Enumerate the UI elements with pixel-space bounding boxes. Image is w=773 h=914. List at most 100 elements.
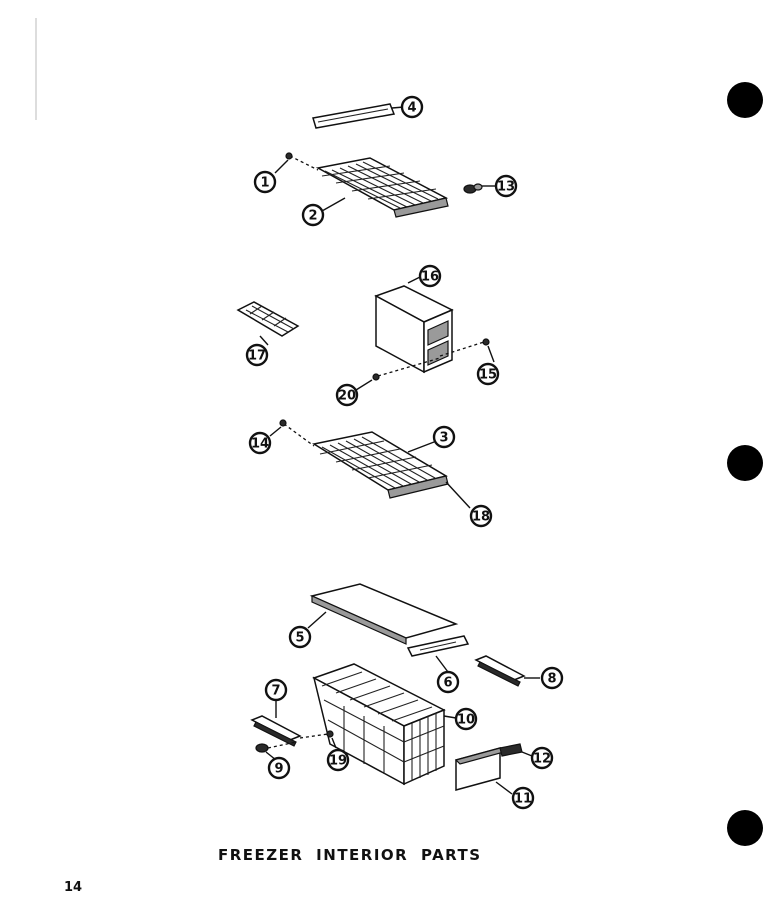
leader-18: [445, 481, 471, 509]
binder-hole-bottom: [727, 810, 763, 846]
callout-label: 8: [547, 672, 556, 687]
callout-1: 1: [253, 170, 277, 194]
callout-label: 18: [472, 510, 490, 525]
callout-label: 6: [443, 676, 452, 691]
callout-9: 9: [267, 756, 291, 780]
callout-circle: [335, 383, 359, 407]
part-crisper-cover: [309, 583, 459, 645]
part-basket-front: [454, 747, 506, 791]
callout-6: 6: [436, 670, 460, 694]
callout-5: 5: [288, 625, 312, 649]
part-bracket-top: [312, 103, 396, 129]
callout-circle: [267, 756, 291, 780]
leader-17: [259, 335, 269, 346]
callout-label: 4: [407, 101, 416, 116]
callout-circle: [469, 504, 493, 528]
part-wire-shelf-top: [315, 157, 449, 218]
callout-circle: [418, 264, 442, 288]
leader-15-dash: [439, 341, 485, 357]
leader-2: [321, 197, 346, 212]
leader-14: [269, 426, 282, 437]
leader-10: [443, 715, 457, 719]
binder-hole-middle: [727, 445, 763, 481]
part-clip-13: [463, 183, 483, 194]
callout-label: 12: [533, 752, 551, 767]
callout-label: 9: [274, 762, 283, 777]
callout-14: 14: [248, 431, 272, 455]
callout-label: 10: [457, 713, 475, 728]
leader-pin-1-dash: [289, 155, 319, 171]
part-slide-left: [250, 715, 302, 747]
callout-8: 8: [540, 666, 564, 690]
leader-3: [407, 441, 435, 453]
callout-label: 1: [260, 176, 269, 191]
callout-label: 15: [479, 368, 497, 383]
callout-label: 16: [421, 270, 439, 285]
callout-label: 7: [271, 684, 280, 699]
callout-20: 20: [335, 383, 359, 407]
callout-circle: [454, 707, 478, 731]
leader-6: [435, 655, 449, 673]
part-pin-20: [372, 373, 380, 381]
part-pin-15: [482, 338, 490, 346]
leader-8-dash: [267, 741, 297, 749]
part-slide-right: [474, 655, 526, 687]
callout-10: 10: [454, 707, 478, 731]
callout-circle: [264, 678, 288, 702]
leader-19: [331, 737, 337, 749]
callout-label: 11: [514, 792, 532, 807]
part-pin-14: [279, 419, 287, 427]
callout-11: 11: [511, 786, 535, 810]
callout-18: 18: [469, 504, 493, 528]
callout-circle: [301, 203, 325, 227]
callout-circle: [436, 670, 460, 694]
callout-circle: [326, 748, 350, 772]
callout-label: 3: [439, 431, 448, 446]
callout-circle: [248, 431, 272, 455]
leader-5: [307, 611, 327, 629]
callout-16: 16: [418, 264, 442, 288]
callout-circle: [511, 786, 535, 810]
callout-label: 5: [295, 631, 304, 646]
leader-20-dash: [377, 357, 441, 377]
callout-circle: [288, 625, 312, 649]
leader-14-dash: [283, 423, 315, 447]
part-pin-8: [255, 743, 269, 753]
page-number: 14: [64, 880, 83, 895]
part-wire-shelf-lower: [312, 431, 449, 499]
callout-label: 20: [338, 389, 356, 404]
part-freezer-basket: [312, 663, 446, 786]
part-pin-1: [285, 152, 293, 160]
leader-19-dash: [299, 733, 329, 739]
part-cover-trim: [406, 635, 470, 657]
callout-3: 3: [432, 425, 456, 449]
callout-circle: [476, 362, 500, 386]
callout-circle: [494, 174, 518, 198]
leader-12: [521, 751, 533, 757]
leader-20: [355, 379, 373, 391]
leader-1: [274, 159, 289, 174]
callout-4: 4: [400, 95, 424, 119]
part-ice-box: [374, 285, 454, 374]
part-front-handle: [499, 743, 523, 757]
callout-2: 2: [301, 203, 325, 227]
part-ice-tray: [236, 301, 300, 337]
part-pin-19: [326, 730, 334, 738]
callout-label: 2: [308, 209, 317, 224]
callout-circle: [432, 425, 456, 449]
callout-circle: [400, 95, 424, 119]
callout-circle: [540, 666, 564, 690]
callout-label: 19: [329, 754, 347, 769]
diagram-title: FREEZER INTERIOR PARTS: [218, 846, 482, 864]
callout-7: 7: [264, 678, 288, 702]
leader-11: [495, 781, 513, 795]
callout-label: 17: [248, 349, 266, 364]
callout-15: 15: [476, 362, 500, 386]
binder-hole-top: [727, 82, 763, 118]
callout-circle: [245, 343, 269, 367]
callout-circle: [530, 746, 554, 770]
callout-13: 13: [494, 174, 518, 198]
callout-circle: [253, 170, 277, 194]
